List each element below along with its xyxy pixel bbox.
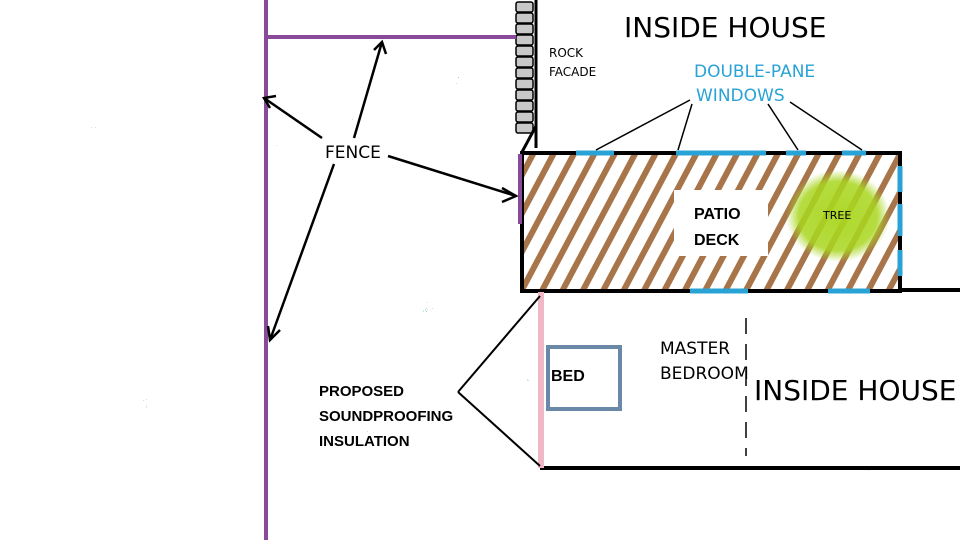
rock-facade-label-line1: ROCK (549, 46, 584, 60)
arrow-to-fence-left (263, 96, 323, 140)
double-pane-windows (576, 150, 903, 294)
rock-block (515, 23, 534, 35)
fence-label: FENCE (325, 143, 381, 163)
proposed-insulation-label-line1: PROPOSED (319, 383, 404, 400)
arrow-to-fence-top (352, 41, 384, 139)
patio-label-box (674, 190, 768, 256)
rock-facade-diagonal (520, 125, 538, 153)
rock-block (515, 89, 534, 101)
double-pane-windows-label-line1: DOUBLE-PANE (694, 62, 815, 82)
window-pointer-3 (767, 103, 799, 151)
double-pane-windows-label-line2: WINDOWS (696, 86, 785, 106)
rock-block (515, 34, 534, 46)
arrow-to-fence-patio (387, 154, 517, 198)
neighbor-house-label-line2: HOUSE (16, 182, 108, 212)
rock-block (515, 100, 534, 112)
window-pointer-2 (677, 103, 693, 151)
master-bedroom-label-line1: MASTER (660, 339, 730, 359)
arrowhead-patio (501, 186, 519, 204)
neighbor-house-label-line3: (NOISE SOURCE) (16, 223, 232, 253)
rock-block (515, 1, 534, 13)
tree-canopy (786, 170, 890, 262)
patio-deck-label-line2: DECK (694, 232, 740, 249)
fence (264, 0, 522, 540)
window-pointer-1 (595, 99, 691, 151)
rock-block (515, 67, 534, 79)
house-interior-top (536, 0, 960, 150)
rock-facade (515, 1, 534, 134)
house-interior-right (902, 150, 960, 290)
insulation-pointer-down (457, 391, 541, 467)
rock-block (515, 111, 534, 123)
rock-block (515, 78, 534, 90)
bed (546, 345, 622, 411)
arrow-to-fence-bottom (268, 163, 336, 341)
fence-arrows (261, 39, 519, 343)
bed-label: BED (551, 368, 585, 385)
arrowhead-bottom (266, 325, 281, 343)
rock-block (515, 12, 534, 24)
arrowhead-left (261, 94, 277, 109)
inside-house-bottom-label: INSIDE HOUSE (754, 374, 956, 407)
master-bedroom-label-line2: BEDROOM (660, 364, 749, 384)
rock-facade-label-line2: FACADE (549, 65, 596, 79)
window-pointer-4 (789, 101, 863, 151)
arrowhead-top (373, 39, 388, 55)
proposed-insulation-label-line2: SOUNDPROOFING (319, 408, 453, 425)
rock-block (515, 56, 534, 68)
insulation-pointer-up (457, 295, 541, 393)
proposed-insulation-label-line3: INSULATION (319, 433, 410, 450)
patio-deck-label-line1: PATIO (694, 206, 741, 223)
neighbor-house-label-line1: NEIGHBOR'S (16, 141, 179, 171)
rock-block (515, 45, 534, 57)
window-pointer-lines (595, 99, 863, 151)
insulation-pointer-lines (457, 295, 541, 467)
rock-block (515, 122, 534, 134)
tree-label: TREE (822, 209, 851, 222)
inside-house-top-label: INSIDE HOUSE (624, 11, 826, 44)
